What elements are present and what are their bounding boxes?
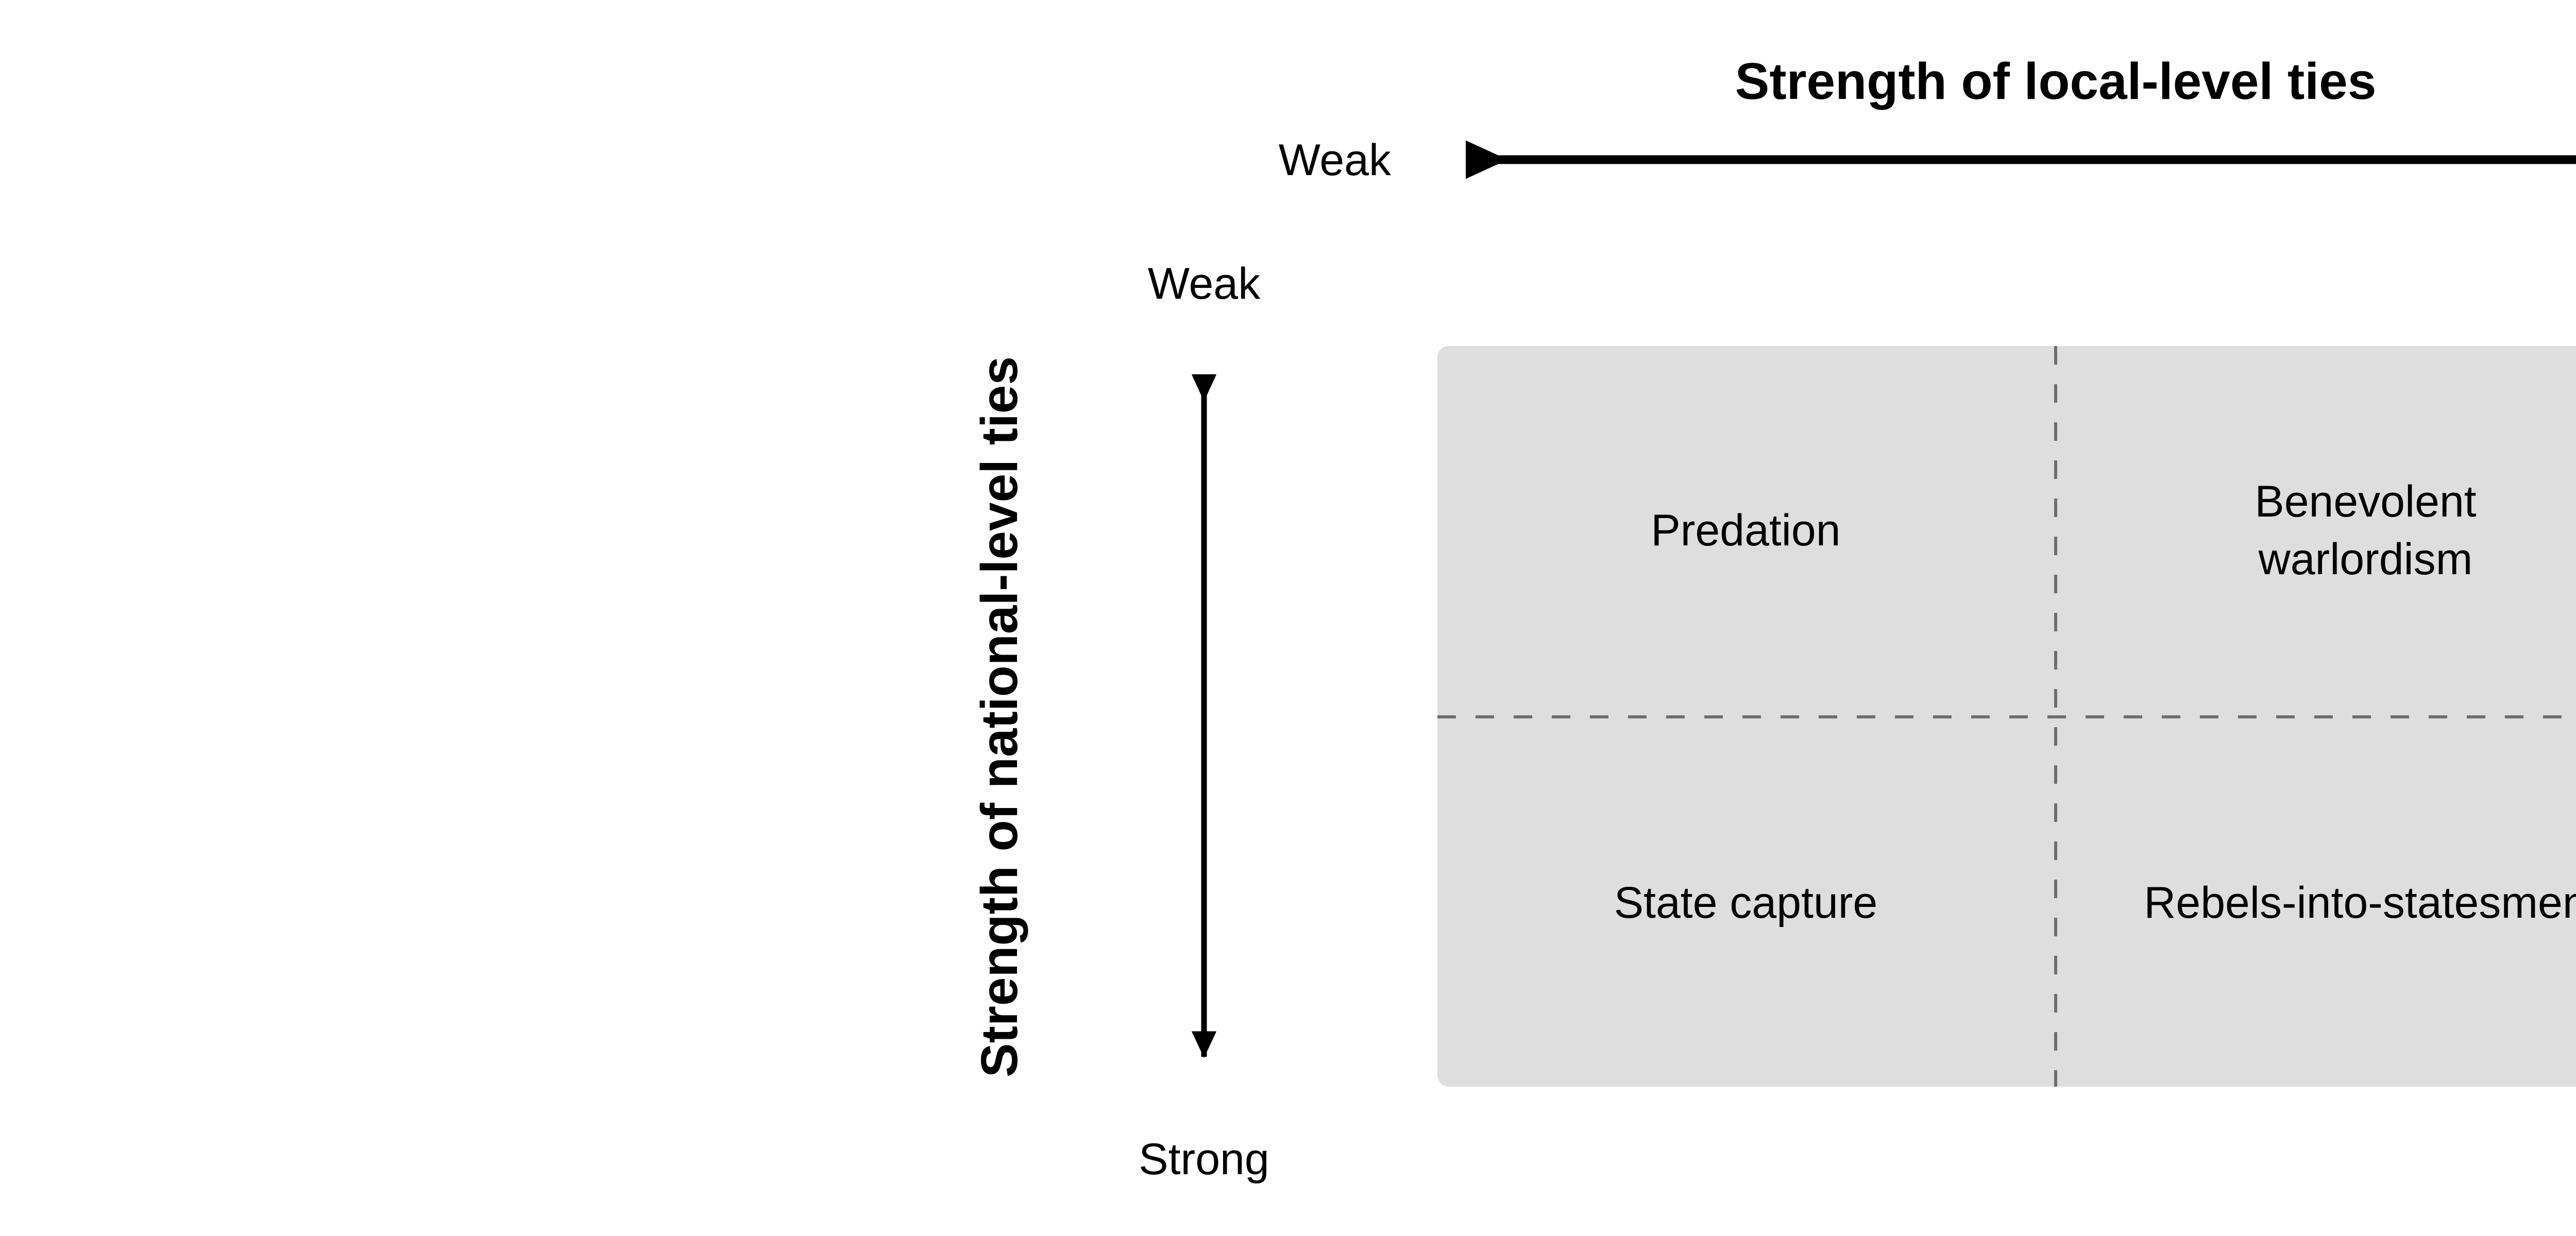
quadrant-label-rebels-into-statesmen: Rebels-into-statesmen [2144,878,2576,928]
quadrant-label-benevolent-warlordism: Benevolent warlordism [2255,476,2477,584]
matrix-panel: Predation Benevolent warlordism State ca… [1437,346,2576,1087]
y-axis-low-label: Weak [1147,259,1261,308]
x-axis-title: Strength of local-level ties [1735,53,2377,110]
y-axis-high-label: Strong [1139,1135,1269,1184]
horizontal-dashed-divider [1437,715,2576,718]
quadrant-top-left[interactable]: Predation [1437,346,2054,715]
quadrant-top-right[interactable]: Benevolent warlordism [2057,346,2576,715]
y-axis-title-container: Strength of national-level ties [969,344,1030,1090]
quadrant-label-state-capture: State capture [1614,878,1878,928]
quadrant-bottom-left[interactable]: State capture [1437,718,2054,1088]
y-axis-title: Strength of national-level ties [971,356,1028,1078]
x-axis-low-label: Weak [1278,135,1391,185]
quadrant-bottom-right[interactable]: Rebels-into-statesmen [2057,718,2576,1088]
quadrant-label-predation: Predation [1651,505,1841,555]
